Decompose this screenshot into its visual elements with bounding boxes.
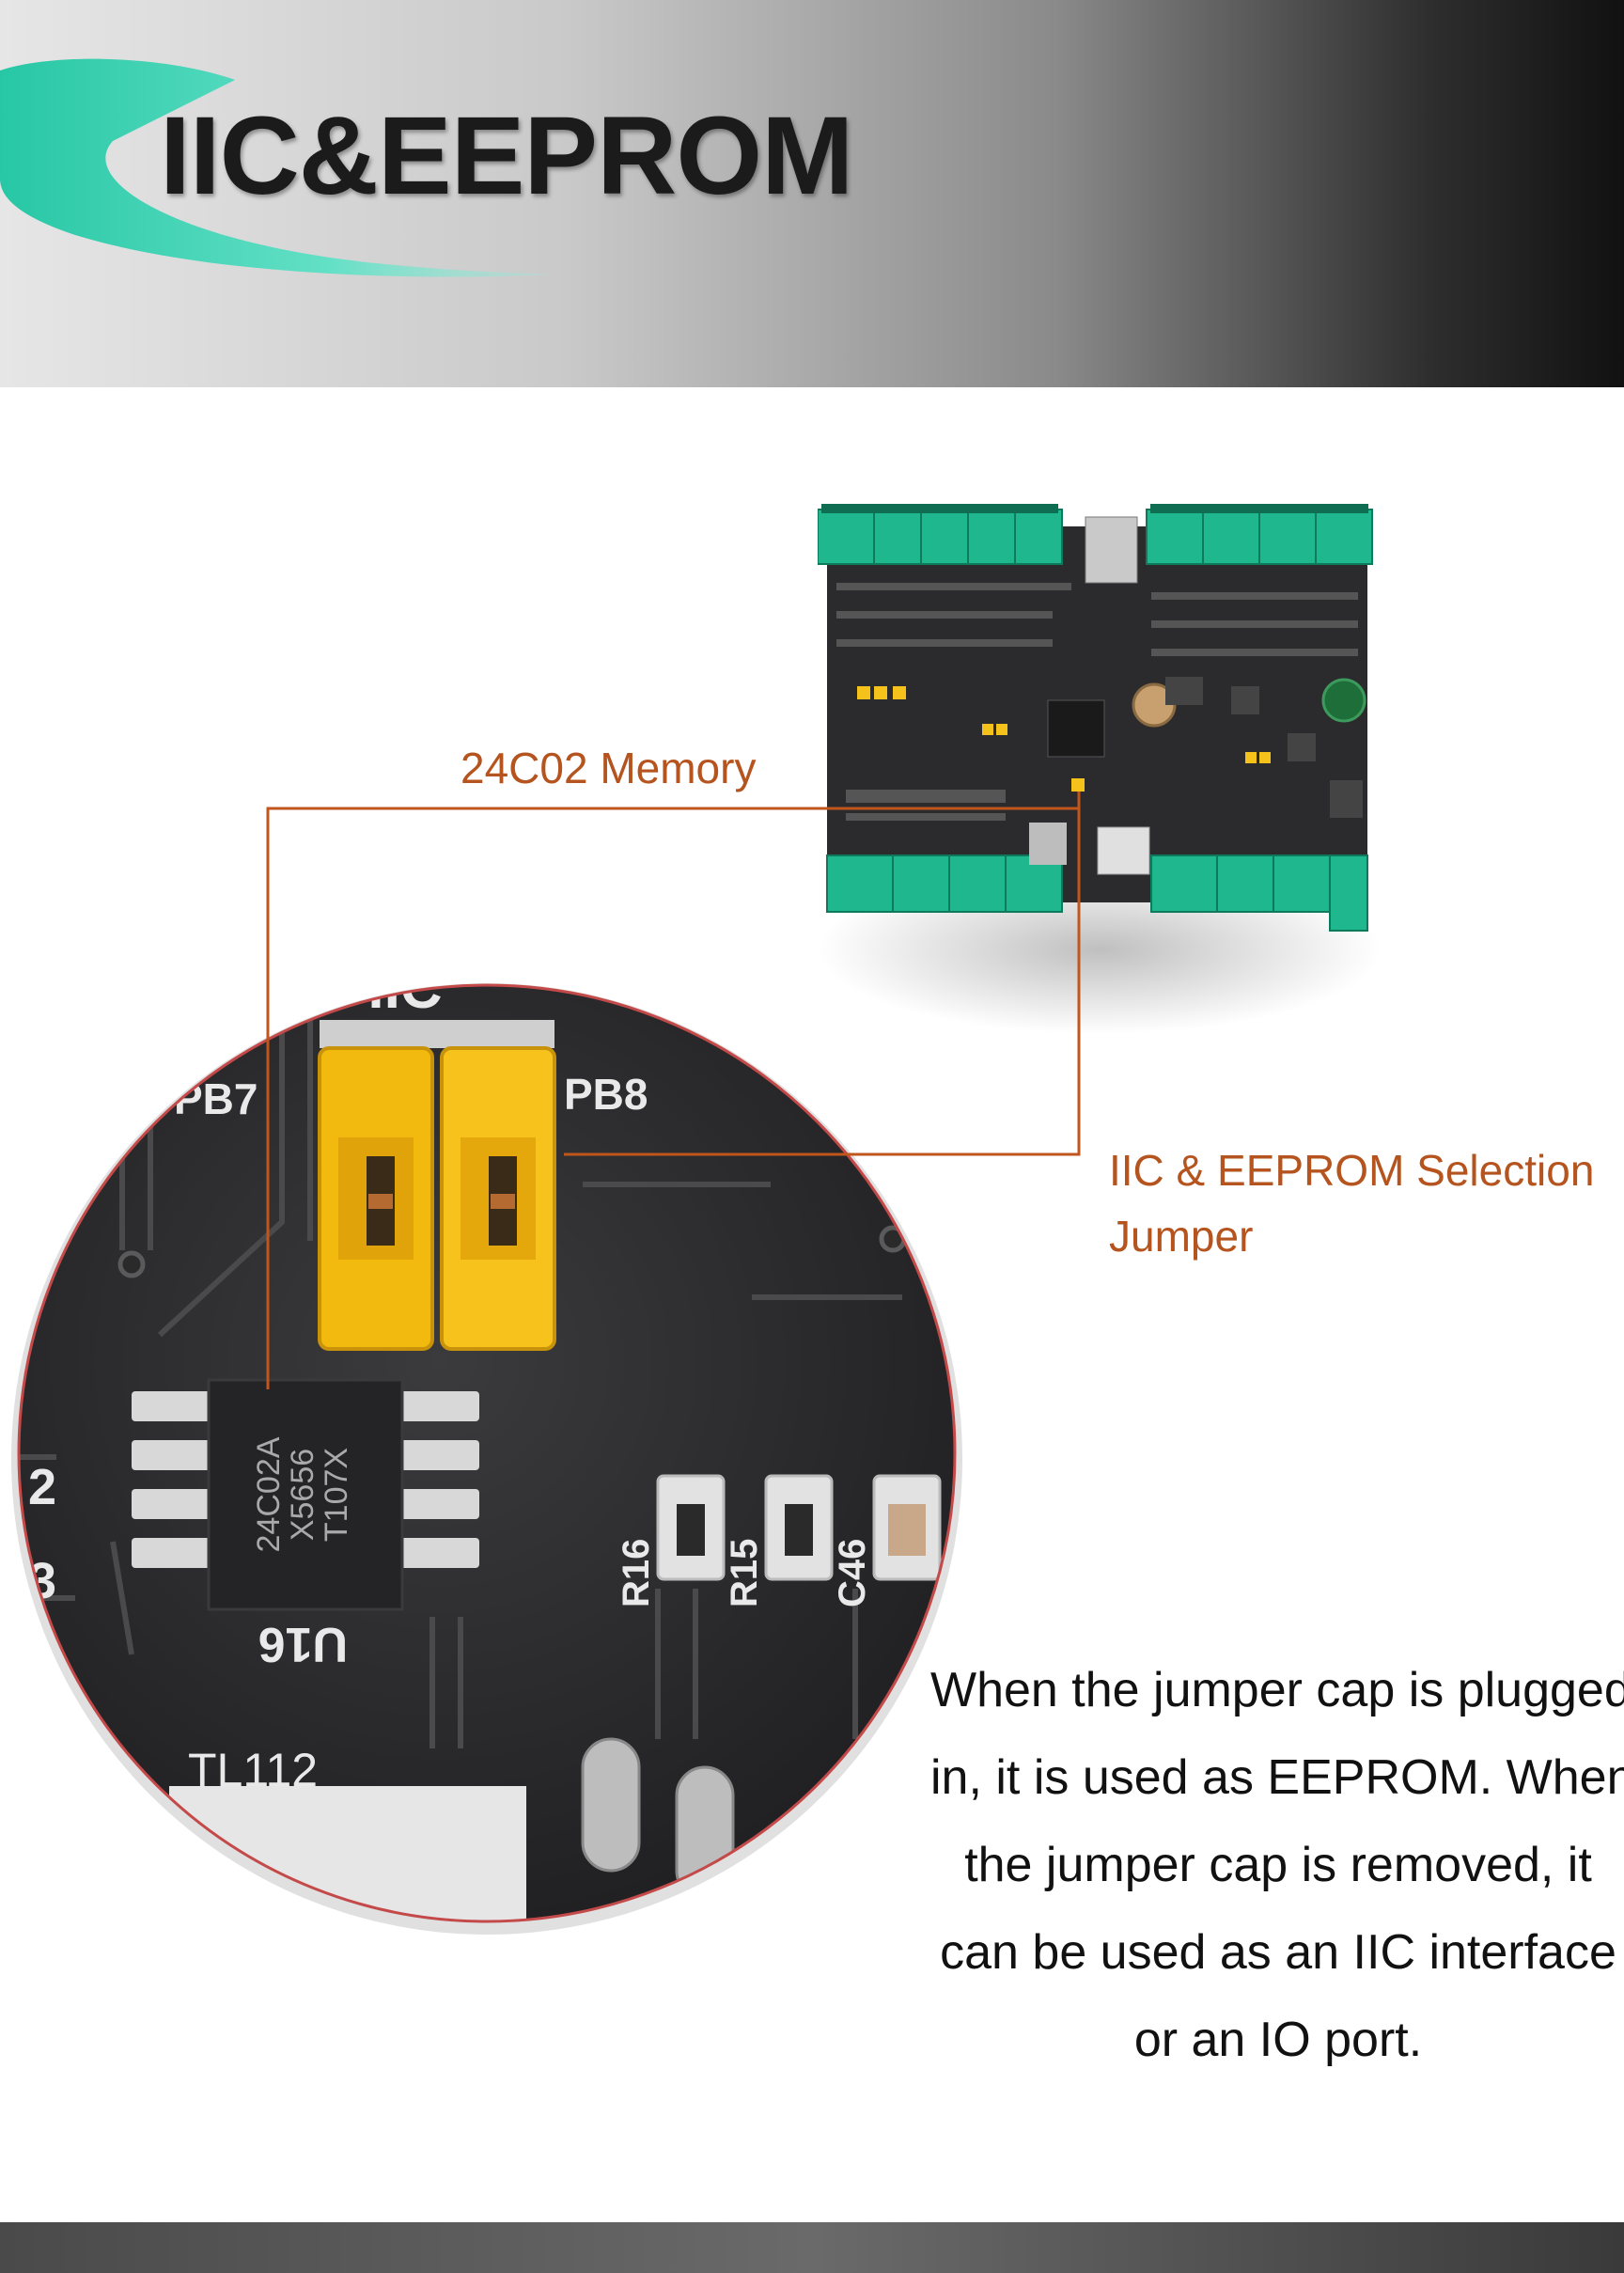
silkscreen-u16: U16 (258, 1617, 348, 1671)
memory-callout-label: 24C02 Memory (461, 744, 757, 792)
jumper-callout-line (564, 799, 1081, 1156)
description-line-1: When the jumper cap is plugged (930, 1663, 1624, 1717)
description-line-2: in, it is used as EEPROM. When (930, 1750, 1624, 1805)
chip-marking-3: T107X (319, 1448, 354, 1542)
silkscreen-num-2: 2 (28, 1459, 56, 1515)
jumper-callout-label: IIC & EEPROM Selection Jumper (1109, 1137, 1594, 1269)
footer-bar (0, 2222, 1624, 2273)
eeprom-chip: 24C02A X5656 T107X (132, 1378, 479, 1611)
chip-marking-2: X5656 (285, 1449, 320, 1541)
page-title: IIC&EEPROM (160, 94, 853, 218)
header-banner: IIC&EEPROM (0, 0, 1624, 387)
silkscreen-tl112: TL112 (188, 1744, 318, 1796)
silkscreen-r16: R16 (616, 1539, 657, 1607)
silkscreen-c46: C46 (832, 1539, 873, 1607)
jumper-callout-line1: IIC & EEPROM Selection (1109, 1146, 1595, 1195)
chip-marking-1: 24C02A (251, 1436, 287, 1552)
description-line-3: the jumper cap is removed, it (964, 1838, 1592, 1892)
silkscreen-pb7: PB7 (174, 1074, 258, 1123)
description-line-4: can be used as an IIC interface (940, 1925, 1616, 1980)
board-jumper-marker (1071, 778, 1085, 792)
jumper-callout-line2: Jumper (1109, 1212, 1254, 1261)
silkscreen-r15: R15 (724, 1539, 765, 1607)
silkscreen-pb8: PB8 (564, 1070, 648, 1119)
description-text: When the jumper cap is plugged in, it is… (930, 1647, 1624, 2084)
teal-swoosh-decoration (0, 58, 550, 277)
memory-callout-line (266, 788, 1081, 1389)
description-line-5: or an IO port. (1133, 2013, 1423, 2067)
